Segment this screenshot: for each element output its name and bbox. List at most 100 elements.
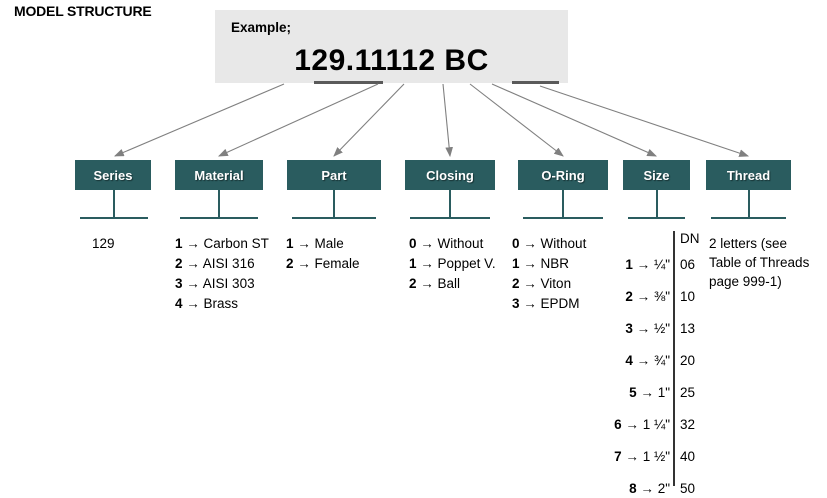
option-key: 0 — [512, 236, 520, 251]
list-item: 2 → AISI 316 — [175, 254, 269, 273]
rule-series — [80, 217, 148, 219]
option-value: NBR — [540, 256, 570, 271]
arrow-icon: → — [625, 449, 639, 464]
size-code: 3 → ½" — [608, 321, 670, 336]
option-key: 2 — [175, 256, 183, 271]
list-item: 3 → AISI 303 — [175, 274, 269, 293]
column-material: 1 → Carbon ST 2 → AISI 316 3 → AISI 303 … — [175, 234, 269, 314]
stem-oring — [562, 190, 564, 218]
column-closing: 0 → Without 1 → Poppet V. 2 → Ball — [409, 234, 496, 294]
rule-size — [628, 217, 685, 219]
arrow-icon: → — [420, 256, 434, 271]
option-key: 3 — [512, 296, 520, 311]
category-label-series: Series — [93, 167, 133, 183]
option-key: 3 — [175, 276, 183, 291]
option-key: 1 — [175, 236, 183, 251]
size-dn-value: 06 — [680, 257, 696, 272]
option-value: ¾" — [653, 353, 670, 368]
size-dn-value: 50 — [680, 481, 696, 496]
category-label-closing: Closing — [426, 167, 474, 183]
size-dn-value: 20 — [680, 353, 696, 368]
arrow-icon: → — [186, 296, 200, 311]
arrow-icon: → — [420, 276, 434, 291]
option-value: 2" — [657, 481, 670, 496]
example-panel: Example; 129.11112 BC — [215, 10, 568, 84]
list-item: 1 → NBR — [512, 254, 586, 273]
category-box-size[interactable]: Size — [623, 160, 690, 190]
option-value: 1" — [657, 385, 670, 400]
rule-part — [292, 217, 376, 219]
size-table-divider — [673, 231, 675, 486]
size-dn-value: 25 — [680, 385, 696, 400]
arrow-icon: → — [523, 236, 537, 251]
thread-note-line: page 999-1) — [709, 274, 782, 289]
category-box-oring[interactable]: O-Ring — [518, 160, 608, 190]
stem-closing — [449, 190, 451, 218]
list-item: 2 → Female — [286, 254, 360, 273]
rule-material — [180, 217, 258, 219]
option-value: AISI 303 — [202, 276, 255, 291]
example-label: Example; — [231, 20, 292, 35]
arrow-icon: → — [297, 256, 311, 271]
option-key: 8 — [629, 481, 637, 496]
option-key: 2 — [625, 289, 633, 304]
option-key: 1 — [409, 256, 417, 271]
arrow-icon: → — [186, 276, 200, 291]
size-code: 1 → ¼" — [608, 257, 670, 272]
option-key: 4 — [625, 353, 633, 368]
arrow-icon: → — [523, 256, 537, 271]
option-value: ⅜" — [653, 289, 670, 304]
arrow-icon: → — [640, 385, 654, 400]
option-value: Without — [540, 236, 587, 251]
category-label-part: Part — [321, 167, 347, 183]
option-key: 2 — [512, 276, 520, 291]
size-code: 7 → 1 ½" — [608, 449, 670, 464]
list-item: 1 → Male — [286, 234, 360, 253]
option-value: Female — [314, 256, 360, 271]
option-key: 1 — [512, 256, 520, 271]
size-dn-value: 13 — [680, 321, 696, 336]
option-key: 3 — [625, 321, 633, 336]
code-underline-series — [314, 81, 383, 84]
option-key: 2 — [286, 256, 294, 271]
option-value: 1 ½" — [642, 449, 670, 464]
category-box-series[interactable]: Series — [75, 160, 151, 190]
option-key: 0 — [409, 236, 417, 251]
size-dn-header: DN — [680, 231, 700, 246]
option-value: Carbon ST — [203, 236, 269, 251]
category-box-material[interactable]: Material — [175, 160, 263, 190]
option-value: Without — [437, 236, 484, 251]
option-value: EPDM — [540, 296, 580, 311]
option-key: 4 — [175, 296, 183, 311]
size-code: 5 → 1" — [608, 385, 670, 400]
category-label-thread: Thread — [726, 167, 771, 183]
category-box-part[interactable]: Part — [287, 160, 381, 190]
arrow-icon: → — [420, 236, 434, 251]
arrow-icon: → — [636, 257, 651, 272]
option-key: 5 — [629, 385, 637, 400]
list-item: 2 → Ball — [409, 274, 496, 293]
size-code: 8 → 2" — [608, 481, 670, 496]
list-item: 1 → Poppet V. — [409, 254, 496, 273]
category-label-material: Material — [194, 167, 244, 183]
stem-part — [333, 190, 335, 218]
arrow-icon: → — [636, 289, 651, 304]
category-box-closing[interactable]: Closing — [405, 160, 495, 190]
stem-thread — [748, 190, 750, 218]
example-model-code: 129.11112 BC — [294, 44, 489, 77]
category-box-thread[interactable]: Thread — [706, 160, 791, 190]
list-item: 2 → Viton — [512, 274, 586, 293]
thread-note-line: 2 letters (see — [709, 236, 788, 251]
option-value: AISI 316 — [202, 256, 255, 271]
list-item: 0 → Without — [409, 234, 496, 253]
option-value: ½" — [653, 321, 670, 336]
arrow-icon: → — [297, 236, 311, 251]
option-key: 1 — [286, 236, 294, 251]
size-code: 4 → ¾" — [608, 353, 670, 368]
series-value: 129 — [92, 236, 115, 251]
stem-material — [218, 190, 220, 218]
size-code: 2 → ⅜" — [608, 289, 670, 304]
column-oring: 0 → Without 1 → NBR 2 → Viton 3 → EPDM — [512, 234, 586, 314]
arrow-icon: → — [636, 353, 651, 368]
